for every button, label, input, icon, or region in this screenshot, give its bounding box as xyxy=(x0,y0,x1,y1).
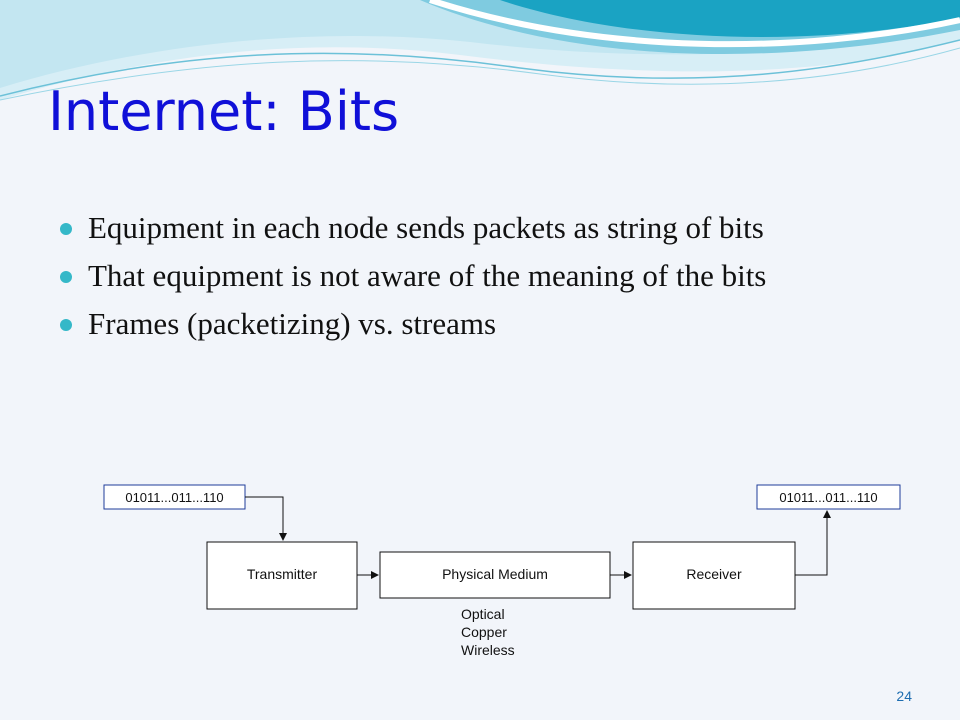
physical-medium-box xyxy=(379,551,611,599)
transmitter-box xyxy=(206,541,358,610)
bullet-text: Frames (packetizing) vs. streams xyxy=(88,306,497,341)
input-bits-box xyxy=(103,484,246,510)
bullet-text: That equipment is not aware of the meani… xyxy=(88,258,767,293)
bullet-item: That equipment is not aware of the meani… xyxy=(60,256,920,296)
receiver-box xyxy=(632,541,796,610)
slide-title: Internet: Bits xyxy=(48,80,400,143)
media-type-optical: Optical xyxy=(461,606,505,622)
bullet-text: Equipment in each node sends packets as … xyxy=(88,210,764,245)
page-number: 24 xyxy=(896,688,912,704)
receiver-to-output-arrow xyxy=(795,510,831,576)
output-bits-label: 01011...011...110 xyxy=(779,490,877,505)
bullet-dot-icon xyxy=(60,319,72,331)
physical-medium-label: Physical Medium xyxy=(442,566,548,582)
media-type-wireless: Wireless xyxy=(461,642,515,658)
receiver-label: Receiver xyxy=(686,566,742,582)
bullet-list: Equipment in each node sends packets as … xyxy=(60,208,920,352)
input-bits-label: 01011...011...110 xyxy=(125,490,223,505)
input-to-transmitter-arrow xyxy=(245,496,287,541)
bullet-item: Frames (packetizing) vs. streams xyxy=(60,304,920,344)
bullet-item: Equipment in each node sends packets as … xyxy=(60,208,920,248)
bullet-dot-icon xyxy=(60,271,72,283)
media-type-copper: Copper xyxy=(461,624,507,640)
bullet-dot-icon xyxy=(60,223,72,235)
header-wave-decoration xyxy=(0,0,960,101)
transmitter-label: Transmitter xyxy=(247,566,318,582)
output-bits-box xyxy=(756,484,901,510)
transmission-diagram: 01011...011...110 01011...011...110 Tran… xyxy=(103,484,901,658)
